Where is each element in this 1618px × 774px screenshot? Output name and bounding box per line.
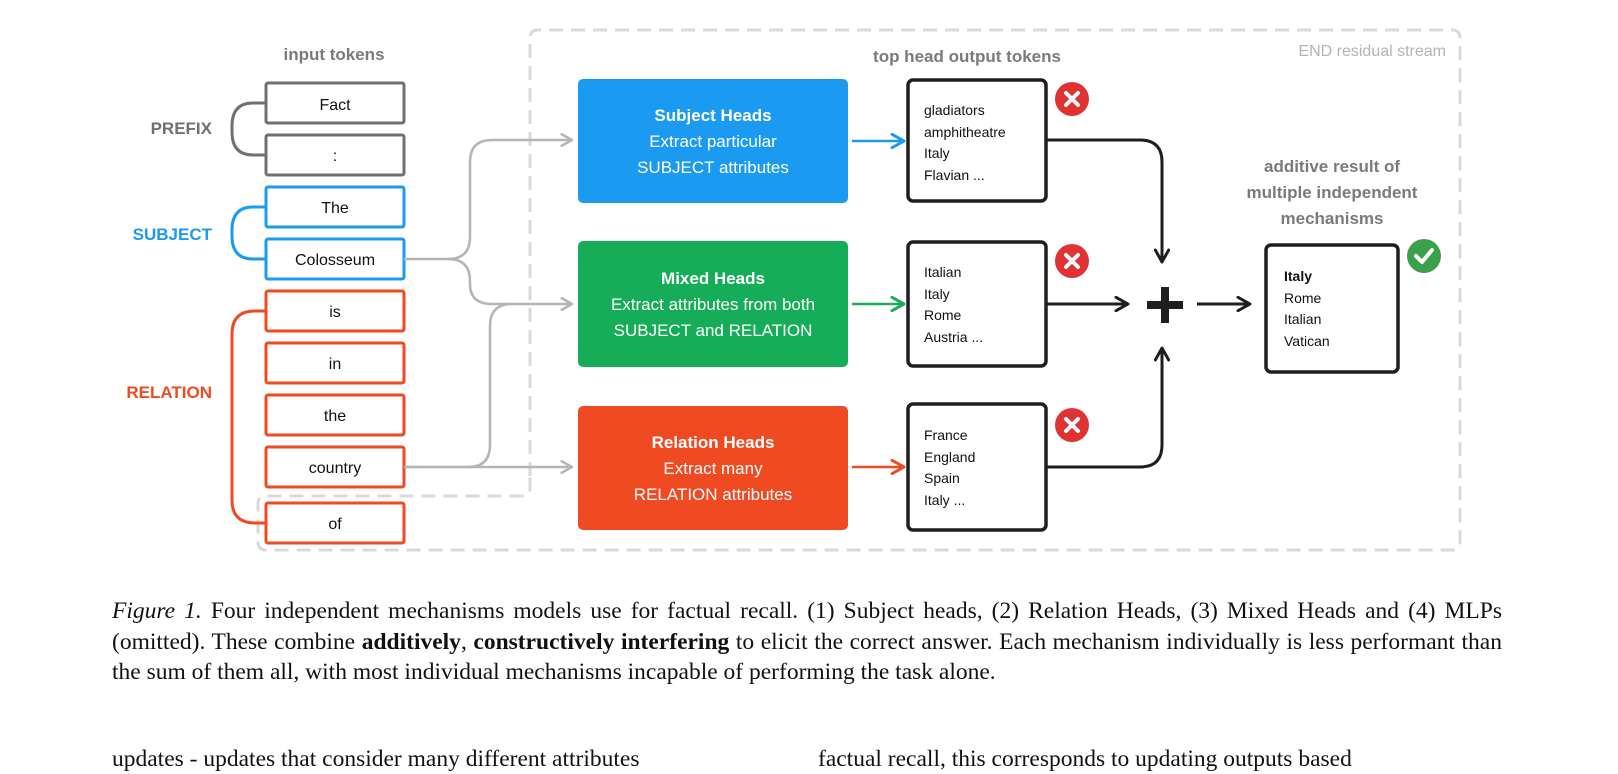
relation-heads-line2: RELATION attributes	[634, 485, 792, 504]
check-icon	[1407, 239, 1441, 273]
result-box: Italy Rome Italian Vatican	[1264, 243, 1400, 374]
token-text: in	[329, 356, 341, 373]
subject-heads-line2: SUBJECT attributes	[637, 158, 789, 177]
output-token: Rome	[924, 307, 962, 323]
wrong-icon	[1055, 244, 1089, 278]
prefix-group-label: PREFIX	[151, 119, 213, 138]
output-token: Flavian ...	[924, 167, 985, 183]
output-token: Italian	[924, 264, 961, 280]
token-colon: :	[264, 133, 406, 177]
relation-heads-title: Relation Heads	[652, 433, 775, 452]
output-token: England	[924, 449, 975, 465]
mixed-heads-box: Mixed Heads Extract attributes from both…	[578, 241, 848, 367]
figure-caption: Figure 1. Four independent mechanisms mo…	[112, 596, 1502, 688]
token-the-subject: The	[264, 185, 406, 229]
output-token: Italy	[924, 286, 950, 302]
caption-bold-constructive: constructively interfering	[473, 628, 730, 655]
additive-label-line2: multiple independent	[1247, 183, 1418, 202]
wrong-icon	[1055, 408, 1089, 442]
token-in: in	[264, 341, 406, 385]
caption-text-3: to elicit the correct answer. Each mecha…	[112, 628, 1502, 686]
output-token: Italy	[924, 145, 950, 161]
wrong-icon	[1055, 82, 1089, 116]
mixed-heads-line1: Extract attributes from both	[611, 295, 815, 314]
result-token: Vatican	[1284, 333, 1330, 349]
token-text: :	[333, 148, 337, 165]
subject-heads-box: Subject Heads Extract particular SUBJECT…	[578, 79, 848, 203]
mixed-output-box: Italian Italy Rome Austria ...	[906, 240, 1048, 368]
token-the-relation: the	[264, 393, 406, 437]
mixed-heads-line2: SUBJECT and RELATION	[614, 321, 813, 340]
token-text: the	[324, 408, 346, 425]
result-token: Italian	[1284, 311, 1321, 327]
token-is: is	[264, 289, 406, 333]
relation-to-sum-arrow	[1046, 348, 1162, 469]
subject-bracket	[230, 205, 266, 261]
token-text: is	[329, 304, 341, 321]
output-token: amphitheatre	[924, 124, 1006, 140]
output-token: Austria ...	[924, 329, 983, 345]
token-text: Colosseum	[295, 252, 375, 269]
end-residual-stream-border	[256, 28, 1462, 552]
output-token: France	[924, 427, 968, 443]
mixed-heads-title: Mixed Heads	[661, 269, 765, 288]
token-text: country	[309, 460, 361, 477]
token-colosseum: Colosseum	[264, 237, 406, 281]
output-token: Spain	[924, 470, 960, 486]
plus-icon	[1147, 287, 1183, 323]
prefix-bracket	[230, 101, 266, 157]
token-fact: Fact	[264, 81, 406, 125]
output-token: Italy ...	[924, 492, 965, 508]
additive-label-line1: additive result of	[1264, 157, 1400, 176]
subject-heads-line1: Extract particular	[649, 132, 777, 151]
top-head-output-label: top head output tokens	[873, 47, 1061, 66]
body-right-column: factual recall, this corresponds to upda…	[818, 746, 1352, 772]
additive-label-line3: mechanisms	[1281, 209, 1384, 228]
subject-to-sum-arrow	[1046, 138, 1162, 262]
subject-output-box: gladiators amphitheatre Italy Flavian ..…	[906, 78, 1048, 203]
subject-heads-title: Subject Heads	[654, 106, 771, 125]
relation-heads-box: Relation Heads Extract many RELATION att…	[578, 406, 848, 530]
mechanisms-figure: END residual stream input tokens top hea…	[126, 28, 1462, 552]
relation-heads-line1: Extract many	[663, 459, 763, 478]
subject-group-label: SUBJECT	[133, 225, 213, 244]
figure-label: Figure 1.	[112, 598, 202, 624]
caption-text-1: Four independent mechanisms models use f…	[112, 598, 1502, 655]
token-to-head-connectors	[404, 140, 572, 467]
output-token: gladiators	[924, 102, 985, 118]
relation-output-box: France England Spain Italy ...	[906, 402, 1048, 532]
token-text: Fact	[319, 97, 351, 114]
relation-bracket	[230, 309, 266, 525]
token-text: of	[328, 516, 342, 533]
relation-group-label: RELATION	[126, 383, 212, 402]
token-country: country	[264, 445, 406, 489]
result-token: Italy	[1284, 268, 1312, 284]
caption-text-2: ,	[460, 628, 474, 655]
input-tokens-label: input tokens	[283, 45, 384, 64]
result-token: Rome	[1284, 290, 1322, 306]
end-residual-label: END residual stream	[1298, 43, 1446, 60]
caption-bold-additively: additively	[361, 628, 461, 655]
token-text: The	[321, 200, 349, 217]
body-left-column: updates - updates that consider many dif…	[112, 746, 640, 772]
token-of: of	[264, 501, 406, 545]
